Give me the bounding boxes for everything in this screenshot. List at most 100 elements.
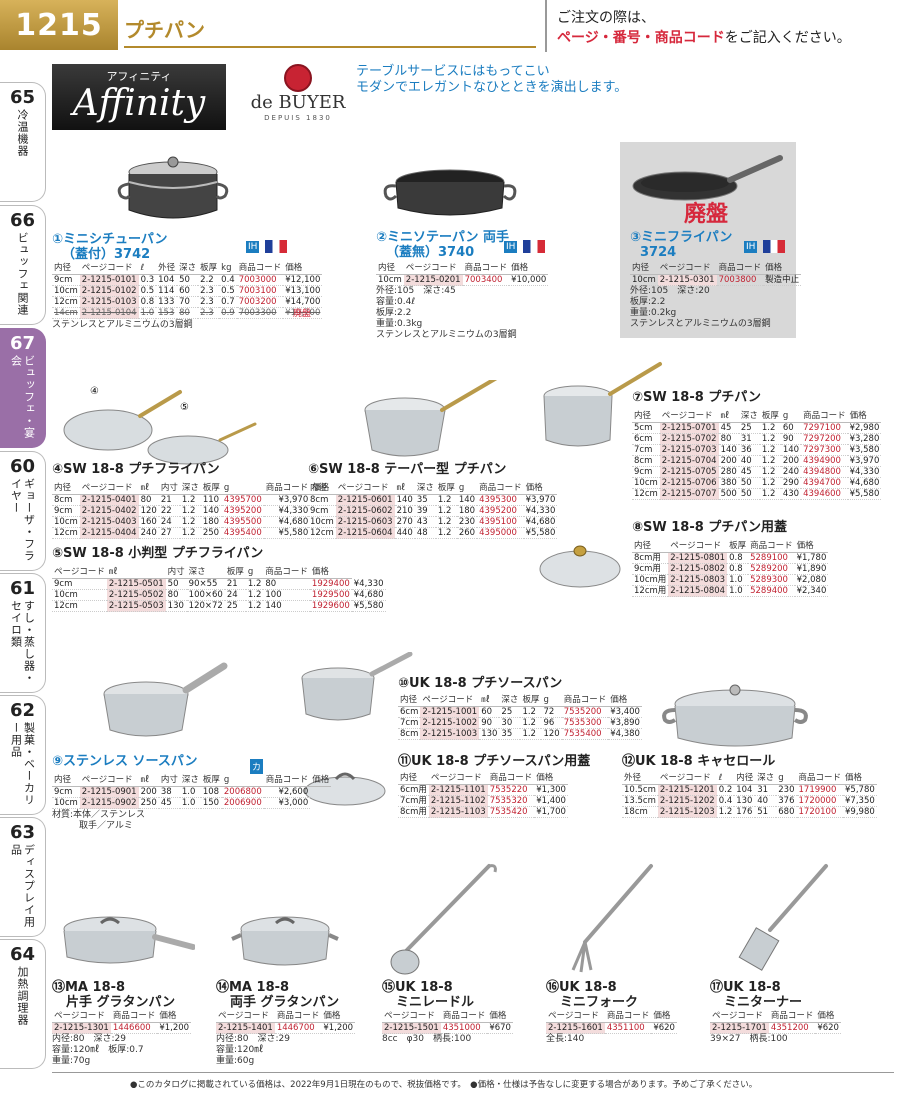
p14-name: ⑭MA 18-8 xyxy=(216,980,290,995)
table-cell: 2.2 xyxy=(198,274,220,286)
table-cell: 60 xyxy=(479,706,500,718)
p2-title: ②ミニソテーパン 両手（蓋無）3740 xyxy=(376,230,509,260)
table-cell: 104 xyxy=(734,784,756,796)
table-cell: 270 xyxy=(394,516,415,528)
column-header: 内径 xyxy=(734,772,756,785)
table-cell: 60 xyxy=(780,422,802,434)
column-header: ページコード xyxy=(659,410,719,423)
column-header: 価格 xyxy=(608,694,642,707)
table-cell: 2-1215-0601 xyxy=(335,494,395,506)
column-header: 内寸 xyxy=(158,774,180,787)
table-cell: ¥4,330 xyxy=(263,505,311,517)
table-cell: ¥620 xyxy=(651,1022,677,1034)
table-cell: 150 xyxy=(200,797,222,809)
table-cell: 2-1215-0706 xyxy=(659,477,719,489)
column-header: 深さ xyxy=(499,694,521,707)
turner-image xyxy=(738,864,828,971)
table-cell: 1.2 xyxy=(759,488,781,500)
gratin-pan-single-image xyxy=(63,916,195,964)
column-header: 内径 xyxy=(398,694,421,707)
table-cell: 1.2 xyxy=(179,505,201,517)
p16-name2: ミニフォーク xyxy=(560,995,639,1010)
column-header: 深さ xyxy=(755,772,777,785)
table-cell: 7535420 xyxy=(487,806,535,818)
table-cell: 2006800 xyxy=(221,786,264,798)
column-header: 深さ xyxy=(186,566,225,579)
table-cell: 1.2 xyxy=(759,422,781,434)
column-header: 内径 xyxy=(632,410,660,423)
table-cell: 1929600 xyxy=(309,600,352,612)
column-header: ページコード xyxy=(79,482,139,495)
table-cell: 90 xyxy=(479,717,500,729)
table-cell: ¥4,680 xyxy=(523,516,558,528)
column-header: g xyxy=(780,410,802,423)
table-cell: 5289200 xyxy=(748,563,795,575)
column-header: ㎖ xyxy=(479,694,500,707)
table-cell: 10cm xyxy=(52,285,80,297)
table-cell: 4395000 xyxy=(477,527,524,539)
column-header: 内径 xyxy=(52,774,80,787)
p17-name2: ミニターナー xyxy=(724,995,803,1010)
table-cell: 180 xyxy=(200,516,222,528)
table-cell: 1446700 xyxy=(274,1022,322,1034)
table-cell: 96 xyxy=(541,717,562,729)
table-cell: 4394600 xyxy=(801,488,848,500)
column-header: ㎖ xyxy=(138,482,159,495)
table-cell: 48 xyxy=(414,527,436,539)
table-cell: 50 xyxy=(165,578,187,590)
petit-pan-image xyxy=(543,362,662,447)
column-header: 深さ xyxy=(177,262,199,275)
table-cell: 280 xyxy=(718,466,739,478)
table-cell: 1.2 xyxy=(435,527,457,539)
page-number: 1215 xyxy=(0,0,118,50)
fry-pan-image xyxy=(632,155,783,201)
table-cell: 440 xyxy=(394,527,415,539)
lid-image xyxy=(539,545,621,588)
table-cell: 4394900 xyxy=(801,455,848,467)
fork-image xyxy=(571,864,653,973)
table-cell: 240 xyxy=(780,466,802,478)
p13-spec: 内径:80 深さ:29 容量:120㎖ 板厚:0.7 重量:70g xyxy=(52,1034,144,1066)
table-cell: 8cm xyxy=(398,728,421,740)
table-cell: 80 xyxy=(718,433,739,445)
table-cell: 2-1215-0803 xyxy=(668,574,728,586)
table-cell: 45 xyxy=(158,797,180,809)
table-cell: 140 xyxy=(394,494,415,506)
table-cell: ¥1,890 xyxy=(794,563,829,575)
column-header: 深さ xyxy=(414,482,436,495)
tab-label: 冷温機器 xyxy=(16,109,29,157)
table-cell: 7535400 xyxy=(561,728,609,740)
table-cell: 8cm xyxy=(52,494,80,506)
table-cell: 2-1215-0901 xyxy=(79,786,139,798)
column-header: 商品コード xyxy=(477,482,524,495)
table-cell: 7297300 xyxy=(801,444,848,456)
table-cell: 2-1215-0503 xyxy=(106,600,166,612)
table-cell: 176 xyxy=(734,806,756,818)
column-header: 板厚 xyxy=(224,566,246,579)
table-cell: 1.2 xyxy=(759,477,781,489)
table-cell: 21 xyxy=(158,494,180,506)
column-header: 商品コード xyxy=(110,1010,158,1023)
table-cell: 1.2 xyxy=(759,433,781,445)
p8-name: ⑧SW 18-8 プチパン用蓋 xyxy=(632,520,787,535)
table-cell: 2-1215-0705 xyxy=(659,466,719,478)
table-cell: 2.3 xyxy=(198,307,220,319)
table-cell: 2-1215-1003 xyxy=(420,728,480,740)
table-cell: 7003100 xyxy=(236,285,284,297)
p1-name: ①ミニシチューパン xyxy=(52,232,168,247)
